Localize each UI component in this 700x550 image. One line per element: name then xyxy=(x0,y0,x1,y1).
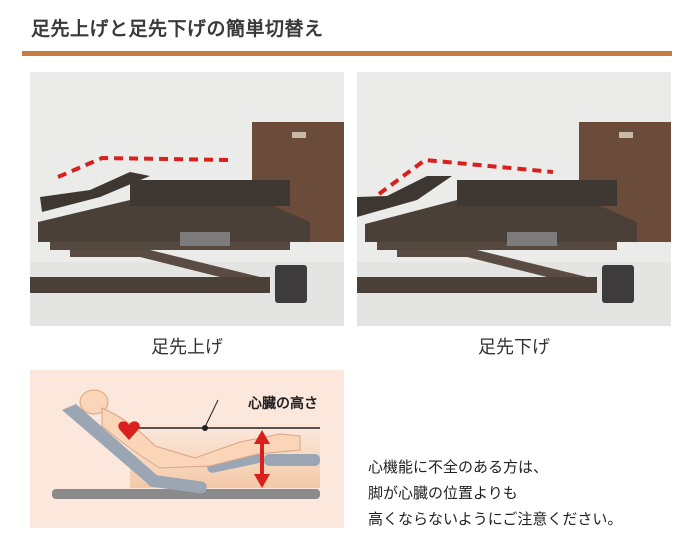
caption-foot-raised: 足先上げ xyxy=(151,337,223,358)
heart-height-diagram: 心臓の高さ xyxy=(30,370,344,528)
note-line: 高くならないようにご注意ください。 xyxy=(368,510,623,528)
note-line: 脚が心臓の位置よりも xyxy=(368,484,518,502)
bed-photo-foot-lowered xyxy=(357,72,671,326)
title-underline xyxy=(22,51,672,56)
page-title: 足先上げと足先下げの簡単切替え xyxy=(31,18,324,40)
heart-height-label: 心臓の高さ xyxy=(246,393,320,413)
note-line: 心機能に不全のある方は、 xyxy=(368,458,549,476)
caution-note: 心機能に不全のある方は、 脚が心臓の位置よりも 高くならないようにご注意ください… xyxy=(368,454,622,532)
caption-foot-lowered: 足先下げ xyxy=(478,337,550,358)
bed-photo-foot-raised xyxy=(30,72,344,326)
